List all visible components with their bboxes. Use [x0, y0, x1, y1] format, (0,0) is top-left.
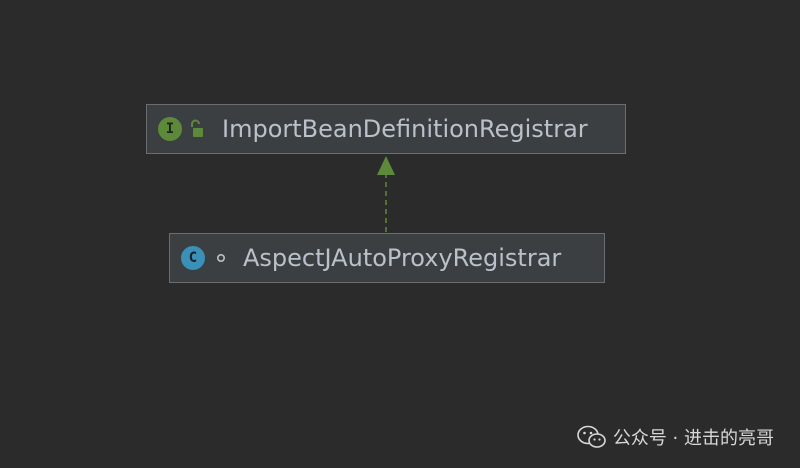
class-node-aspectjautoproxyregistrar[interactable]: C AspectJAutoProxyRegistrar	[169, 233, 605, 283]
wechat-icon	[577, 424, 607, 450]
watermark-text: 公众号 · 进击的亮哥	[612, 428, 774, 449]
implements-arrowhead	[377, 156, 395, 175]
interface-badge-letter: I	[165, 121, 175, 137]
class-name-label: AspectJAutoProxyRegistrar	[243, 244, 562, 272]
class-icon: C	[181, 246, 205, 270]
package-visibility-icon	[215, 248, 227, 268]
interface-name-label: ImportBeanDefinitionRegistrar	[222, 115, 588, 143]
interface-node-importbeandefinitionregistrar[interactable]: I ImportBeanDefinitionRegistrar	[146, 104, 626, 154]
unlocked-padlock-icon	[189, 119, 205, 139]
class-badge-letter: C	[188, 250, 198, 266]
watermark: 公众号 · 进击的亮哥	[577, 424, 774, 450]
interface-icon: I	[158, 117, 182, 141]
